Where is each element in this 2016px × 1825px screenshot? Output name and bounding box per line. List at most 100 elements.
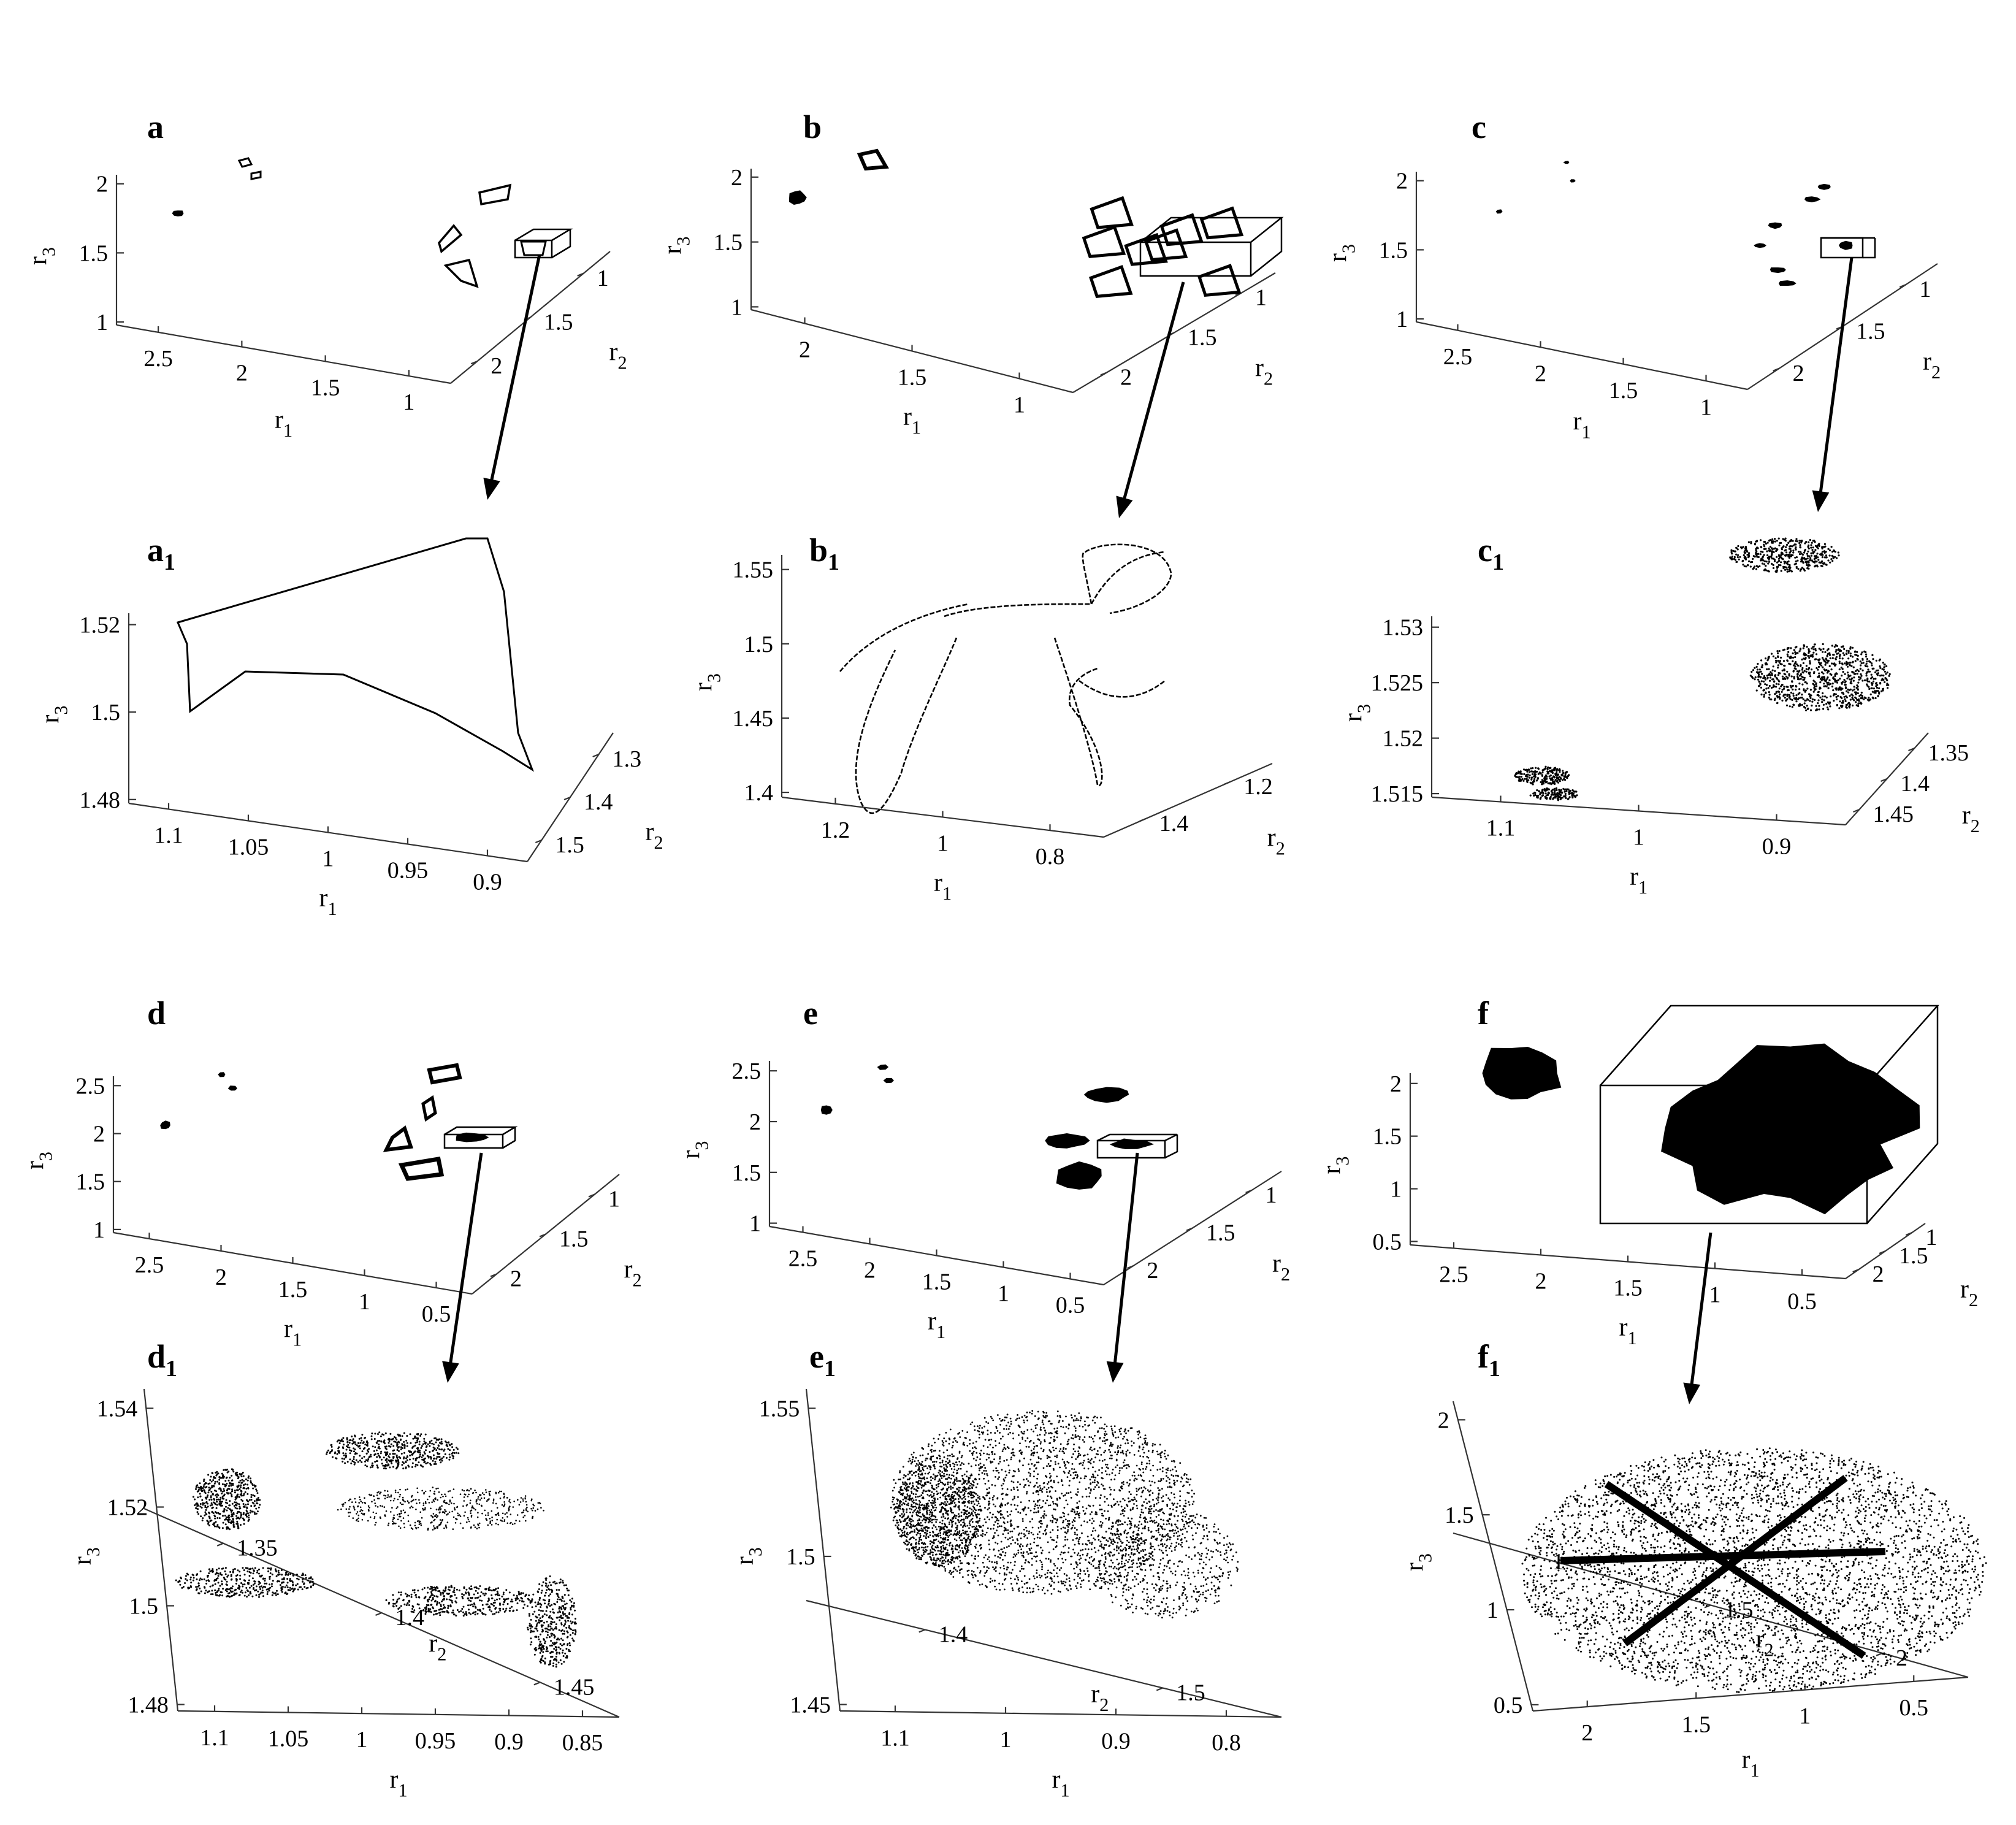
attractor-point (1865, 653, 1868, 656)
attractor-point (1752, 567, 1755, 569)
attractor-point (1856, 668, 1858, 671)
attractor-point (565, 1602, 568, 1605)
attractor-point (1786, 659, 1789, 662)
attractor-point (1801, 697, 1803, 699)
attractor-point (1866, 658, 1869, 660)
attractor-point (1836, 698, 1838, 700)
attractor-point (1532, 770, 1534, 773)
r2-tick-label: 1.4 (939, 1622, 968, 1648)
attractor-point (443, 1595, 445, 1597)
panel-letter: d (147, 995, 166, 1031)
attractor-point (1162, 1477, 1164, 1480)
attractor-point (236, 1502, 239, 1505)
attractor-point (422, 1504, 425, 1506)
attractor-point (1798, 540, 1801, 542)
attractor-point (479, 1585, 481, 1587)
attractor-point (226, 1528, 228, 1530)
attractor-point (256, 1492, 259, 1494)
attractor-point (1763, 543, 1765, 546)
attractor-point (1777, 660, 1779, 662)
attractor-point (408, 1604, 410, 1606)
attractor-point (1790, 675, 1793, 678)
attractor-point (481, 1613, 484, 1615)
r2-axis-label-main: r (1255, 354, 1264, 382)
attractor-point (1756, 546, 1758, 549)
attractor-point (297, 1578, 300, 1580)
r2-tick-mark (1853, 808, 1860, 813)
attractor-point (189, 1576, 192, 1578)
attractor-point (1803, 676, 1806, 679)
attractor-point (1844, 687, 1847, 689)
attractor-point (1777, 564, 1780, 567)
attractor-point (1537, 773, 1540, 775)
attractor-point (1796, 673, 1799, 675)
attractor-point (358, 1445, 361, 1447)
attractor-point (1755, 549, 1757, 551)
attractor-point (1762, 556, 1764, 559)
attractor-point (441, 1591, 444, 1594)
attractor-point (1761, 666, 1763, 668)
attractor-point (437, 1499, 438, 1501)
attractor-island (1768, 222, 1782, 229)
attractor-point (1763, 569, 1765, 572)
attractor-point (1546, 797, 1548, 799)
r2-axis-label: r2 (1923, 347, 1941, 383)
attractor-point (968, 1544, 970, 1546)
attractor-point (1784, 537, 1787, 540)
attractor-point (495, 1523, 497, 1525)
attractor-point (1858, 676, 1860, 678)
attractor-point (1546, 778, 1548, 780)
attractor-point (497, 1587, 500, 1590)
attractor-point (1771, 547, 1773, 549)
attractor-point (409, 1524, 411, 1526)
attractor-point (1867, 670, 1869, 673)
attractor-point (296, 1583, 299, 1585)
attractor-point (1832, 694, 1835, 697)
r3-tick-label: 2 (1396, 169, 1408, 194)
r2-tick-label: 1.35 (1928, 740, 1969, 766)
attractor-point (1807, 550, 1809, 553)
attractor-point (226, 1476, 228, 1479)
attractor-point (218, 1488, 220, 1490)
attractor-point (423, 1440, 426, 1442)
attractor-point (1781, 548, 1783, 551)
attractor-point (250, 1496, 253, 1498)
attractor-point (459, 1493, 462, 1495)
attractor-point (502, 1603, 505, 1605)
attractor-point (529, 1623, 531, 1625)
attractor-point (1804, 699, 1807, 702)
attractor-point (1021, 1436, 1023, 1439)
attractor-point (448, 1511, 451, 1513)
attractor-point (484, 1509, 486, 1512)
attractor-point (470, 1515, 473, 1517)
attractor-point (1516, 772, 1519, 775)
attractor-point (568, 1590, 570, 1592)
attractor-point (1777, 671, 1780, 674)
attractor-point (238, 1594, 240, 1596)
r3-tick-label: 2 (96, 172, 108, 197)
attractor-curve (839, 603, 969, 672)
attractor-point (361, 1457, 364, 1460)
attractor-point (220, 1502, 223, 1505)
attractor-point (1552, 797, 1555, 799)
attractor-point (558, 1589, 560, 1591)
attractor-point (392, 1457, 394, 1459)
attractor-point (240, 1524, 242, 1526)
attractor-point (1832, 557, 1835, 560)
attractor-point (1823, 660, 1827, 663)
attractor-point (546, 1620, 548, 1623)
attractor-point (538, 1643, 541, 1645)
attractor-point (226, 1580, 228, 1583)
attractor-point (277, 1574, 280, 1576)
attractor-point (392, 1605, 395, 1608)
attractor-point (278, 1573, 281, 1575)
attractor-point (373, 1450, 375, 1452)
attractor-point (1747, 554, 1751, 557)
attractor-point (1820, 565, 1823, 567)
r1-tick-label: 2 (1535, 361, 1546, 386)
attractor-point (440, 1496, 442, 1499)
attractor-point (376, 1460, 378, 1463)
attractor-point (1755, 565, 1758, 567)
attractor-point (204, 1586, 206, 1589)
attractor-point (230, 1485, 232, 1487)
